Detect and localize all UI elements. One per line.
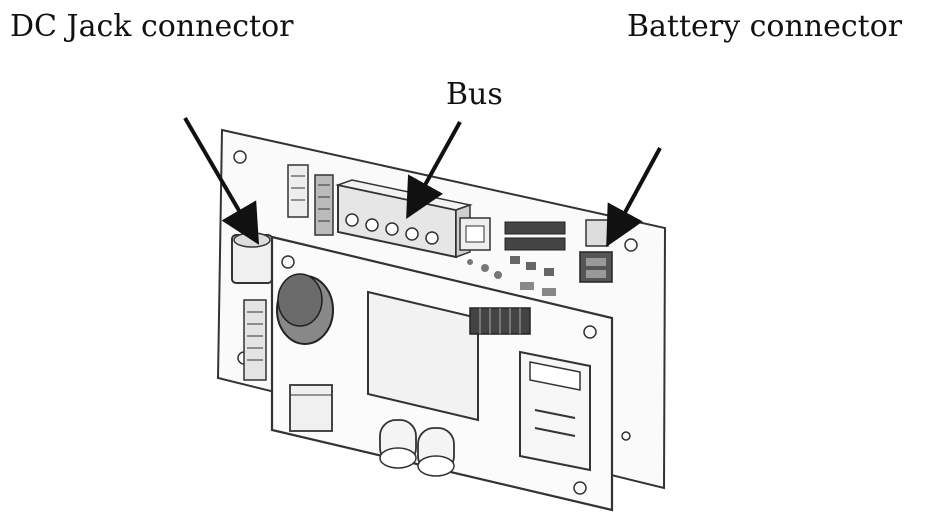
arrow-battery xyxy=(606,147,662,248)
cylindrical-capacitors xyxy=(379,419,455,477)
pin-strip-vertical xyxy=(314,174,334,236)
main-module xyxy=(367,290,479,422)
sim-card-holder xyxy=(519,350,591,472)
front-pin-header xyxy=(469,307,531,335)
pin-header-cluster xyxy=(467,221,566,296)
arrow-dc-jack xyxy=(183,116,260,245)
small-header xyxy=(287,164,309,218)
arrow-bus xyxy=(406,121,462,219)
small-component xyxy=(289,384,333,432)
capacitor xyxy=(276,273,334,345)
small-connector xyxy=(459,217,491,251)
dc-jack-connector-label: DC Jack connector xyxy=(10,9,294,44)
callout-arrows xyxy=(183,116,662,248)
bus-label: Bus xyxy=(446,77,503,112)
side-connector-strip xyxy=(243,299,267,381)
battery-connector-label: Battery connector xyxy=(627,9,903,44)
dc-jack-connector xyxy=(231,232,273,284)
